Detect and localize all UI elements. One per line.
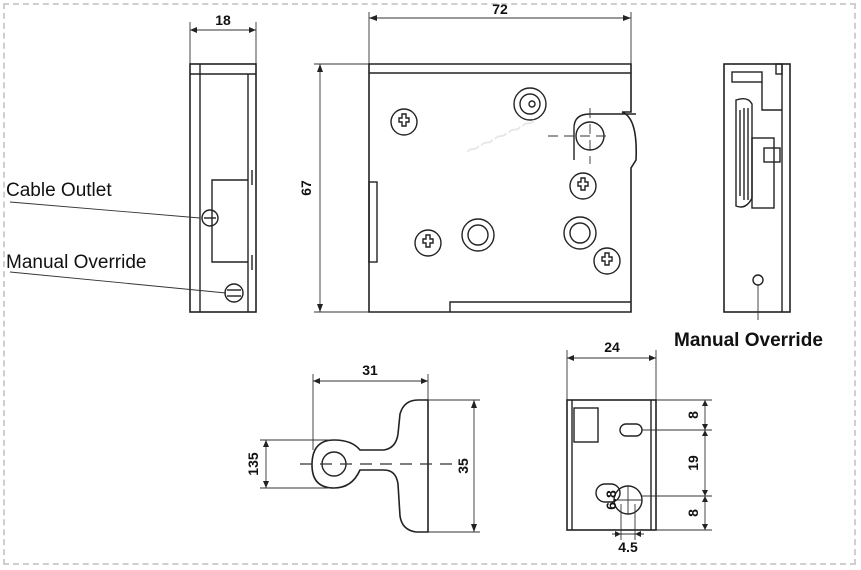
mechanism-block: [751, 137, 775, 209]
dim-front-width: 72: [492, 1, 508, 17]
bottom-step: [449, 301, 631, 312]
label-cable-outlet: Cable Outlet: [6, 180, 112, 201]
right-side-view: Manual Override: [674, 63, 823, 351]
bottom-window: [573, 407, 599, 443]
cable-bracket: [211, 179, 248, 263]
right-body: [723, 63, 791, 313]
dim-hole-offset: 4.5: [618, 539, 638, 555]
side-tab: [368, 181, 378, 263]
lower-slot: [595, 483, 621, 503]
side-body: [189, 63, 257, 313]
front-body: [368, 63, 638, 313]
right-top-block: [731, 71, 763, 83]
side-view: 18 Cable Outlet Manual Override: [6, 12, 257, 313]
screw: [569, 172, 597, 200]
screw: [593, 247, 621, 275]
dim-slot-top: 8: [685, 411, 701, 419]
mechanism-part: [763, 147, 781, 163]
dim-slot-spacing: 19: [685, 455, 701, 471]
bottom-body: [566, 399, 657, 531]
cable-outlet-leader: [9, 201, 201, 219]
right-tab: [775, 63, 783, 75]
latch-body: [311, 399, 429, 533]
right-step: [761, 82, 782, 111]
dim-latch-width: 31: [362, 362, 378, 378]
dashed-border: [3, 3, 856, 565]
mechanism-lines: [739, 108, 749, 200]
bottom-view: 24 8 19 8 6.8: [566, 339, 712, 555]
dim-latch-height: 35: [455, 458, 471, 474]
dim-arrows: [702, 400, 708, 530]
screw: [414, 229, 442, 257]
cable-outlet-hole: [201, 209, 219, 227]
label-manual-override-right: Manual Override: [674, 330, 823, 351]
dim-front-height: 67: [298, 180, 314, 196]
rivet: [461, 218, 495, 252]
rivet: [513, 87, 547, 121]
latch-view: 31 135 35: [245, 362, 480, 533]
screw: [390, 108, 418, 136]
dim-hole-dia: 6.8: [603, 490, 619, 510]
dim-side-width: 18: [215, 12, 231, 28]
front-view: 72 67: [298, 1, 638, 313]
dim-latch-pivot: 135: [245, 452, 261, 476]
manual-override-leader: [9, 271, 227, 294]
rivet: [563, 216, 597, 250]
dim-arrows: [190, 27, 256, 33]
dim-slot-bottom: 8: [685, 509, 701, 517]
dim-bottom-width: 24: [604, 339, 620, 355]
label-manual-override: Manual Override: [6, 252, 146, 273]
dim-arrows: [615, 531, 641, 537]
